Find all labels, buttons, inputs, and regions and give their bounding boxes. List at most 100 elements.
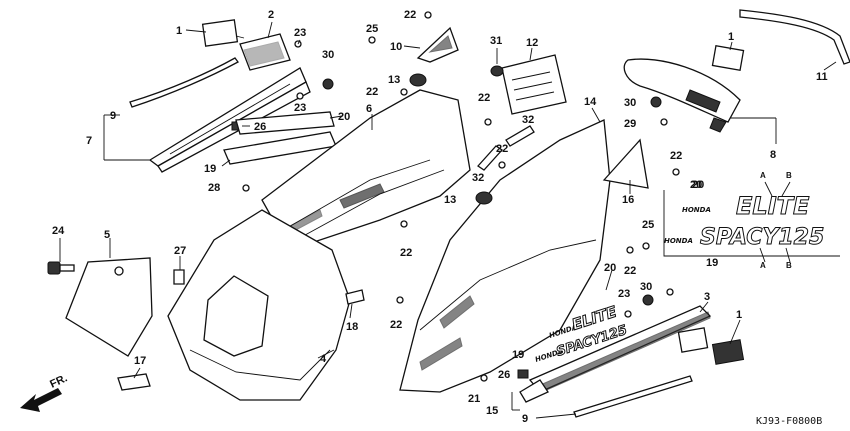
emblem-elite: ELITE <box>736 192 810 220</box>
callout-17: 17 <box>134 355 146 367</box>
callout-29: 29 <box>624 118 636 130</box>
part-20-label-strip <box>235 111 335 135</box>
part-9-trim-strip-upper <box>129 57 239 108</box>
callout-23-b: 23 <box>294 102 306 114</box>
callout-16: 16 <box>622 194 634 206</box>
part-16-triangle-cover <box>602 138 649 189</box>
part-15-lower-molding <box>519 379 549 403</box>
callout-15: 15 <box>486 405 498 417</box>
leader-lines <box>59 21 837 419</box>
part-9-trim-strip-lower <box>573 375 693 418</box>
callout-30-a: 30 <box>322 49 334 61</box>
part-18-pad <box>345 289 365 305</box>
part-11-rail-trim <box>739 9 850 65</box>
emblem-honda: HONDA <box>682 206 711 214</box>
diagram-code: KJ93-F0800B <box>756 416 822 427</box>
callout-25-b: 25 <box>642 219 654 231</box>
callout-1-a: 1 <box>176 25 182 37</box>
callout-30-c: 30 <box>640 281 652 293</box>
part-5-rear-panel <box>65 257 153 357</box>
callout-20-d: 20 <box>604 262 616 274</box>
callout-22-d: 22 <box>496 143 508 155</box>
callout-32-b: 32 <box>472 172 484 184</box>
callout-31: 31 <box>490 35 502 47</box>
callout-13-b: 13 <box>444 194 456 206</box>
part-1-lower-reflector <box>677 327 745 365</box>
part-2-license-lens <box>239 33 291 71</box>
variant-a-top: A <box>760 171 766 180</box>
callout-22-g: 22 <box>624 265 636 277</box>
part-1-reflector-pad <box>201 19 245 47</box>
callout-22-a: 22 <box>404 9 416 21</box>
callout-21: 21 <box>468 393 480 405</box>
part-32-dowel-lower <box>477 145 503 171</box>
part-6-center-cover <box>261 89 471 251</box>
fasteners <box>242 11 680 382</box>
callout-2: 2 <box>268 9 274 21</box>
callout-1-c: 1 <box>736 309 742 321</box>
callout-26-a: 26 <box>254 121 266 133</box>
part-17-tag <box>117 373 151 391</box>
callout-23-c: 23 <box>618 288 630 300</box>
callout-30-b: 30 <box>624 97 636 109</box>
callout-5: 5 <box>104 229 110 241</box>
callout-25-a: 25 <box>366 23 378 35</box>
variant-b-top: B <box>786 171 792 180</box>
emblem-spacy: HONDA SPACY125 <box>664 225 825 251</box>
callout-14: 14 <box>584 96 597 108</box>
part-13-grommet-lower <box>475 191 493 205</box>
part-14-side-cover <box>399 119 611 393</box>
callout-20-c: 20 <box>692 179 704 191</box>
callout-13-a: 13 <box>388 74 400 86</box>
callout-12: 12 <box>526 37 538 49</box>
callout-9-b: 9 <box>522 413 528 425</box>
part-27-clip <box>173 269 185 285</box>
callout-22-c: 22 <box>478 92 490 104</box>
part-31-nut <box>490 65 504 77</box>
emblem-honda-elite: HONDA ELITE <box>682 192 810 221</box>
callout-22-h: 22 <box>390 319 402 331</box>
part-1-rail-pad <box>711 44 745 72</box>
callout-19-c: 19 <box>512 349 524 361</box>
part-8-grab-rail <box>623 58 741 133</box>
part-32-dowel-upper <box>505 125 535 147</box>
front-direction-arrow: FR. <box>20 372 69 412</box>
callout-11: 11 <box>816 71 828 83</box>
part-24-bolt <box>47 261 75 275</box>
variant-b-bottom: B <box>786 261 792 270</box>
part-26-lower-clip <box>517 369 529 379</box>
callout-4: 4 <box>320 353 327 365</box>
callout-24: 24 <box>52 225 65 237</box>
callout-6: 6 <box>366 103 372 115</box>
part-10-bracket <box>416 26 459 63</box>
callout-18: 18 <box>346 321 358 333</box>
callout-3: 3 <box>704 291 710 303</box>
part-4-inner-cover <box>167 209 351 401</box>
callout-20-a: 20 <box>338 111 350 123</box>
emblem-spacy125: SPACY125 <box>700 225 824 250</box>
callout-8: 8 <box>770 149 776 161</box>
callout-10: 10 <box>390 41 402 53</box>
direction-label: FR. <box>48 372 69 390</box>
callout-28: 28 <box>208 182 220 194</box>
part-12-license-plate-base <box>501 54 567 115</box>
callout-19-b: 19 <box>706 257 718 269</box>
callout-26-b: 26 <box>498 369 510 381</box>
part-13-grommet-upper <box>409 73 427 87</box>
callout-22-f: 22 <box>400 247 412 259</box>
callout-19-a: 19 <box>204 163 216 175</box>
callout-22-b: 22 <box>366 86 378 98</box>
callout-32-a: 32 <box>522 114 534 126</box>
callout-numbers: 1 2 23 25 22 10 31 12 1 11 30 13 9 7 23 … <box>52 9 828 425</box>
callout-1-b: 1 <box>728 31 734 43</box>
emblem-honda-2: HONDA <box>664 237 693 245</box>
callout-7: 7 <box>86 135 92 147</box>
callout-27: 27 <box>174 245 186 257</box>
callout-23-a: 23 <box>294 27 306 39</box>
callout-20-b: 20 <box>690 179 702 191</box>
variant-a-bottom: A <box>760 261 766 270</box>
variant-markers: A B A B <box>663 171 840 270</box>
callout-22-e: 22 <box>670 150 682 162</box>
callout-9-a: 9 <box>110 110 116 122</box>
